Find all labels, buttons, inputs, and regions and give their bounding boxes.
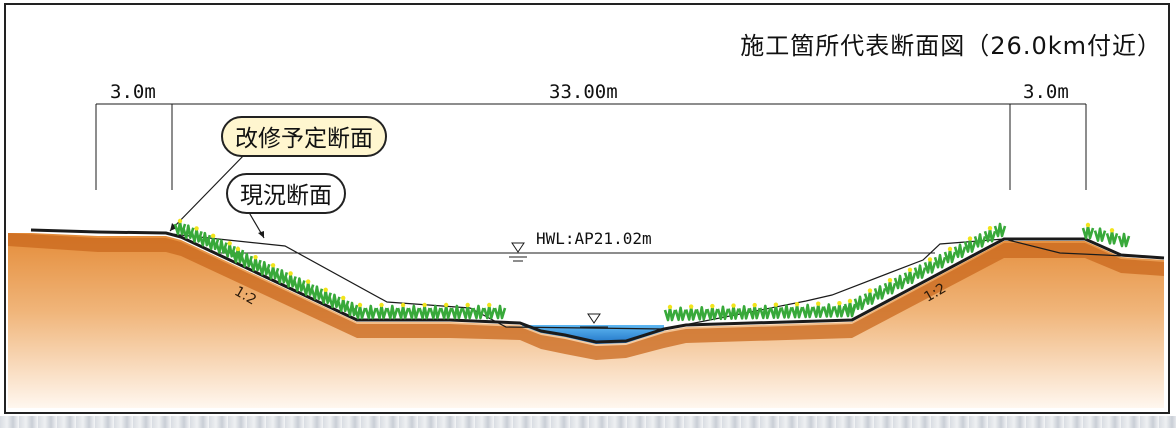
vegetation-tuft-icon xyxy=(450,304,464,320)
vegetation-tuft-icon xyxy=(863,288,877,305)
vegetation-tuft-icon xyxy=(873,285,887,300)
vegetation-tuft-icon xyxy=(231,246,245,264)
planned-section-line xyxy=(30,228,1165,344)
vegetation-tuft-icon xyxy=(903,267,917,285)
vegetation-tuft-icon xyxy=(822,303,836,318)
vegetation-tuft-icon xyxy=(266,263,280,280)
diagram-title: 施工箇所代表断面図（26.0km付近） xyxy=(740,32,1162,60)
vegetation-tuft-icon xyxy=(429,304,442,320)
vegetation-tuft-icon xyxy=(983,226,997,243)
vegetation-tuft-icon xyxy=(674,306,687,322)
vegetation-tuft-icon xyxy=(407,304,421,320)
vegetation-tuft-icon xyxy=(396,302,410,320)
vegetation-tuft-icon xyxy=(923,257,937,274)
vegetation-tuft-icon xyxy=(790,301,804,319)
vegetation-tuft-icon xyxy=(364,304,378,320)
vegetation-tuft-icon xyxy=(293,277,306,292)
vegetation-tuft-icon xyxy=(310,285,324,300)
vegetation-tuft-icon xyxy=(249,254,262,272)
vegetation-tuft-icon xyxy=(328,293,341,309)
vegetation-tuft-icon xyxy=(843,298,857,316)
current-section-line xyxy=(170,233,1165,330)
planned-section-callout: 改修予定断面 xyxy=(221,116,387,157)
vegetation-tuft-icon xyxy=(780,304,793,319)
vegetation-tuft-icon xyxy=(1081,222,1095,240)
vegetation-tuft-icon xyxy=(883,278,897,295)
vegetation-tuft-icon xyxy=(418,302,431,320)
vegetation-tuft-icon xyxy=(933,253,947,269)
water-surface-marker-icon xyxy=(580,313,608,328)
vegetation-tuft-icon xyxy=(953,243,967,259)
planned-leader-line xyxy=(169,151,248,232)
current-leader-arrow-icon xyxy=(258,231,264,238)
vegetation-tuft-icon xyxy=(727,303,740,320)
vegetation-tuft-icon xyxy=(684,304,698,321)
vegetation-tuft-icon xyxy=(913,264,927,279)
hwl-label: HWL:AP21.02m xyxy=(536,229,652,248)
vegetation-tuft-icon xyxy=(695,305,709,321)
vegetation-tuft-icon xyxy=(258,260,271,276)
bottom-strip xyxy=(0,416,1176,428)
vegetation-tuft-icon xyxy=(472,304,485,320)
vegetation-tuft-icon xyxy=(284,271,297,288)
vegetation-tuft-icon xyxy=(893,274,907,290)
vegetation-tuft-icon xyxy=(461,302,474,320)
vegetation-tuft-icon xyxy=(1117,232,1131,248)
vegetation-tuft-icon xyxy=(833,301,846,318)
vegetation-tuft-icon xyxy=(275,269,289,284)
vegetation-tuft-icon xyxy=(706,303,719,321)
vegetation-tuft-icon xyxy=(1093,227,1107,242)
dimension-center-label: 33.00m xyxy=(549,81,618,103)
vegetation-tuft-icon xyxy=(336,295,350,313)
vegetation-tuft-icon xyxy=(737,305,751,320)
current-section-callout: 現況断面 xyxy=(226,173,346,214)
vegetation-tuft-icon xyxy=(482,302,496,320)
vegetation-tuft-icon xyxy=(801,303,814,319)
vegetation-tuft-icon xyxy=(386,304,399,320)
vegetation-tuft-icon xyxy=(319,287,332,305)
vegetation-tuft-icon xyxy=(853,295,867,311)
hwl-marker-icon xyxy=(509,242,527,262)
vegetation-tuft-icon xyxy=(375,302,388,320)
vegetation-tuft-icon xyxy=(663,304,677,322)
vegetation-tuft-icon xyxy=(963,236,977,253)
dimension-right-label: 3.0m xyxy=(1023,81,1069,103)
vegetation-tuft-icon xyxy=(240,252,254,268)
vegetation-tuft-icon xyxy=(748,302,761,320)
dimension-lines xyxy=(95,103,1087,190)
vegetation-layer xyxy=(173,218,1131,322)
vegetation-tuft-icon xyxy=(811,301,825,319)
vegetation-tuft-icon xyxy=(439,302,453,320)
vegetation-tuft-icon xyxy=(993,222,1007,238)
vegetation-tuft-icon xyxy=(301,279,315,296)
vegetation-tuft-icon xyxy=(973,233,987,248)
vegetation-tuft-icon xyxy=(493,304,507,320)
vegetation-tuft-icon xyxy=(353,302,367,320)
planned-leader-arrow-icon xyxy=(170,223,177,231)
vegetation-tuft-icon xyxy=(943,246,957,264)
vegetation-tuft-icon xyxy=(1105,228,1119,245)
soil-band xyxy=(8,233,1164,360)
vegetation-tuft-icon xyxy=(769,302,783,319)
vegetation-tuft-icon xyxy=(716,305,730,321)
soil-body xyxy=(8,233,1164,408)
vegetation-tuft-icon xyxy=(759,304,772,320)
dimension-left-label: 3.0m xyxy=(110,81,156,103)
